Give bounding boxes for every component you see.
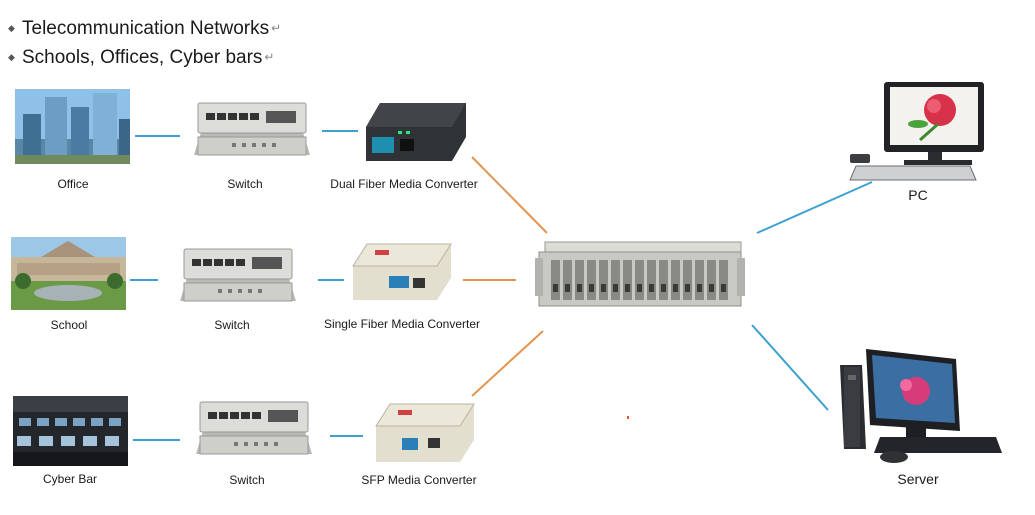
switch-device [192,101,312,166]
office-buildings-image [15,89,130,164]
bullet-text: Telecommunication Networks [22,18,270,39]
bullet-dot-icon: ◆ [8,52,15,62]
link-converter3-chassis [471,330,544,397]
link-chassis-server [751,324,829,411]
bullet-item: ◆ Telecommunication Networks ↵ [8,14,281,43]
site-label-cyber-bar: Cyber Bar [42,472,98,486]
sfp-converter [372,400,478,471]
single-fiber-converter [349,240,455,309]
endpoint-label-pc: PC [908,187,928,203]
server-computer [836,345,1004,470]
switch-label: Switch [227,177,263,191]
paragraph-mark-icon: ↵ [271,21,282,35]
bullet-item: ◆ Schools, Offices, Cyber bars ↵ [8,43,281,72]
bullet-dot-icon: ◆ [8,23,15,33]
switch-label: Switch [229,473,265,487]
switch-device [178,247,298,312]
pc-computer [848,80,988,191]
switch-label: Switch [214,318,250,332]
converter-label: SFP Media Converter [361,473,477,487]
switch-device [194,400,314,465]
media-converter-chassis [535,240,745,315]
endpoint-label-server: Server [897,471,939,487]
stray-dot [627,416,629,419]
site-label-school: School [50,318,88,332]
dual-fiber-converter [358,97,470,170]
link-chassis-pc [756,181,873,234]
converter-label: Single Fiber Media Converter [323,317,481,331]
bullet-text: Schools, Offices, Cyber bars [22,47,263,68]
site-label-office: Office [57,177,89,191]
bullet-list: ◆ Telecommunication Networks ↵ ◆ Schools… [8,14,281,72]
cyber-bar-image [13,396,128,466]
link-converter1-chassis [471,156,548,234]
school-campus-image [11,237,126,310]
converter-label: Dual Fiber Media Converter [330,177,478,191]
paragraph-mark-icon: ↵ [264,50,275,64]
